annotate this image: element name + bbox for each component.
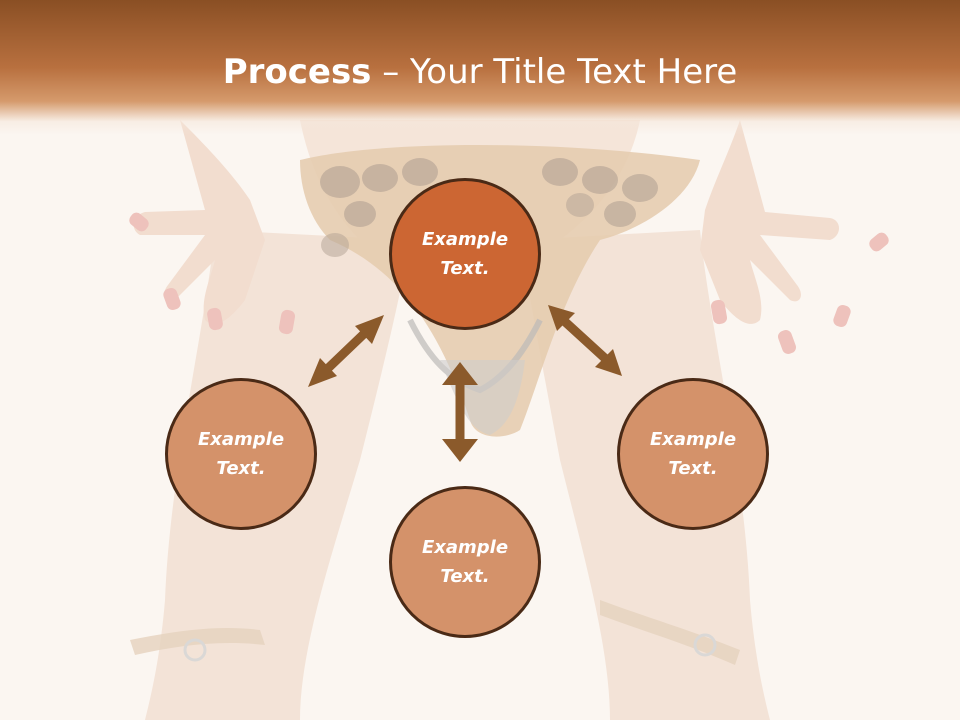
process-node-bottom: Example Text. [389,486,541,638]
node-bottom-text: Example Text. [421,537,509,587]
process-node-center: Example Text. [389,178,541,330]
node-center-text: Example Text. [421,229,509,279]
slide-title: Process – Your Title Text Here [0,52,960,92]
title-bold: Process [222,52,372,92]
process-node-right: Example Text. [617,378,769,530]
title-rest: – Your Title Text Here [371,52,738,92]
title-bar: Process – Your Title Text Here [0,0,960,135]
arrow-center-to-right [548,305,622,376]
process-node-left: Example Text. [165,378,317,530]
arrow-center-to-bottom [442,362,478,462]
node-right-text: Example Text. [649,429,737,479]
arrow-center-to-left [308,315,384,387]
node-left-text: Example Text. [197,429,285,479]
